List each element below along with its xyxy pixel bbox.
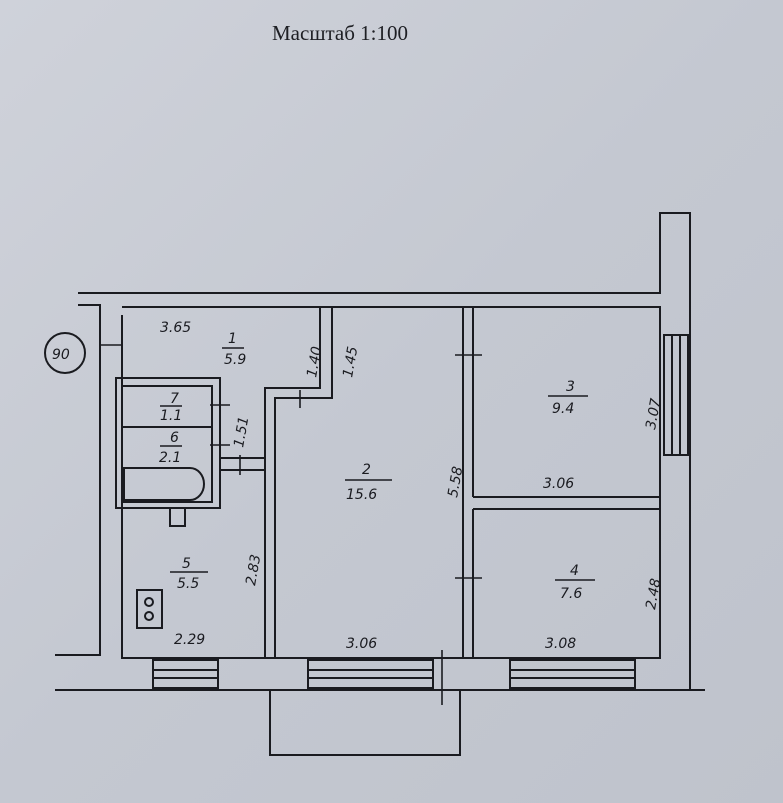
axis-marker	[44, 332, 86, 374]
room-1-area: 5.9	[224, 352, 246, 368]
dim-room3-width: 3.06	[543, 476, 574, 492]
dim-room4-length: 2.48	[643, 577, 664, 611]
dim-room2-width: 3.06	[346, 636, 377, 652]
dim-kitchen-width: 2.29	[174, 632, 205, 648]
room-4-area: 7.6	[560, 586, 582, 602]
dim-hall-width-b: 1.45	[340, 345, 361, 379]
room-4-number: 4	[570, 563, 579, 579]
room-3-area: 9.4	[552, 401, 574, 417]
dim-room2-length: 5.58	[445, 465, 466, 499]
room-5-number: 5	[182, 556, 191, 572]
room-2-area: 15.6	[346, 487, 377, 503]
room-5-area: 5.5	[177, 576, 199, 592]
scale-title: Масштаб 1:100	[272, 21, 408, 45]
room-1-number: 1	[228, 331, 237, 347]
axis-marker-label: 90	[52, 347, 70, 363]
walls	[55, 212, 705, 756]
dimension-labels: 3.65 1.40 1.45 1.51 5.58 3.06 3.07 3.06 …	[160, 320, 664, 652]
dim-room4-width: 3.08	[545, 636, 576, 652]
dim-hall-length: 3.65	[160, 320, 191, 336]
room-6-area: 2.1	[159, 450, 181, 466]
room-labels: 1 5.9 2 15.6 3 9.4 4 7.6 5 5.5 6 2.1 7 1…	[159, 331, 595, 602]
dim-kitchen-length: 2.83	[243, 553, 264, 586]
room-2-number: 2	[362, 462, 371, 478]
room-6-number: 6	[170, 430, 179, 446]
room-7-number: 7	[170, 391, 179, 407]
dim-room3-length: 3.07	[643, 397, 664, 431]
dim-bath-width: 1.51	[231, 415, 252, 448]
dim-hall-width-a: 1.40	[304, 345, 325, 379]
room-3-number: 3	[566, 379, 575, 395]
room-7-area: 1.1	[160, 408, 182, 424]
